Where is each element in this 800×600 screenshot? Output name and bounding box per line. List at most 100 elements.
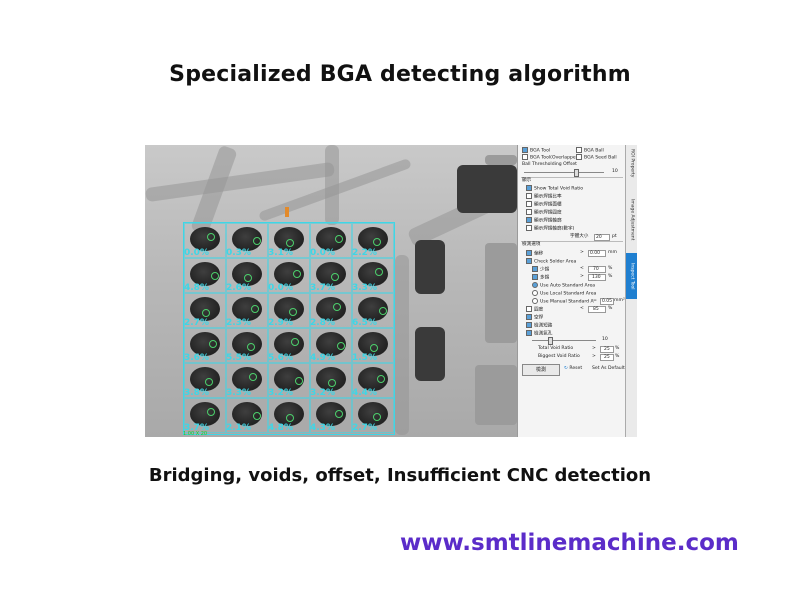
bga-tool-checkbox[interactable] bbox=[522, 147, 528, 153]
solder-ball bbox=[316, 332, 346, 356]
radio-manual[interactable] bbox=[532, 298, 538, 304]
bga-tool-overlapped-checkbox[interactable] bbox=[522, 154, 528, 160]
void-ratio-label: 3.1% bbox=[268, 248, 293, 258]
biggest-void-input[interactable]: 25 bbox=[600, 354, 614, 361]
bga-cell[interactable]: 5.6% bbox=[268, 328, 310, 363]
less-tin-input[interactable]: 70 bbox=[588, 266, 606, 273]
bga-cell[interactable]: 0.0% bbox=[310, 223, 352, 258]
more-tin-input[interactable]: 130 bbox=[588, 274, 606, 281]
display-option-2-checkbox[interactable] bbox=[526, 201, 532, 207]
ball-threshold-knob[interactable] bbox=[574, 169, 579, 177]
void-marker bbox=[253, 412, 261, 420]
bga-cell[interactable]: 2.1% bbox=[226, 398, 268, 433]
solder-ball bbox=[316, 297, 346, 321]
more-tin-checkbox[interactable] bbox=[532, 274, 538, 280]
bridge-checkbox[interactable] bbox=[526, 322, 532, 328]
bga-cell[interactable]: 2.7% bbox=[184, 293, 226, 328]
bga-cell[interactable]: 3.7% bbox=[310, 258, 352, 293]
void-marker bbox=[373, 413, 381, 421]
void-ratio-label: 4.8% bbox=[184, 283, 209, 293]
reset-button[interactable]: Reset bbox=[569, 366, 583, 371]
total-void-input[interactable]: 25 bbox=[600, 346, 614, 353]
offset-checkbox[interactable] bbox=[526, 250, 532, 256]
manual-area-input[interactable]: 0.05 bbox=[600, 298, 614, 305]
less-tin-op: < bbox=[580, 266, 584, 271]
bga-seed-ball-checkbox[interactable] bbox=[576, 154, 582, 160]
manual-op: = bbox=[593, 298, 597, 303]
bga-seed-ball-label: BGA Seed Ball bbox=[584, 155, 617, 161]
bga-cell[interactable]: 3.6% bbox=[184, 328, 226, 363]
void-marker bbox=[251, 305, 259, 313]
void-marker bbox=[286, 239, 294, 247]
less-tin-checkbox[interactable] bbox=[532, 266, 538, 272]
display-option-5-checkbox[interactable] bbox=[526, 225, 532, 231]
ball-threshold-slider[interactable] bbox=[524, 172, 604, 173]
solder-ball bbox=[358, 332, 388, 356]
tab-roi-property[interactable]: ROI Property bbox=[629, 148, 635, 178]
roundness-op: < bbox=[580, 306, 584, 311]
more-tin-label: 多錫 bbox=[540, 275, 550, 281]
solder-ball bbox=[358, 297, 388, 321]
bga-cell[interactable]: 0.0% bbox=[184, 223, 226, 258]
bga-cell[interactable]: 3.3% bbox=[226, 363, 268, 398]
display-option-3-checkbox[interactable] bbox=[526, 209, 532, 215]
font-size-select[interactable]: 20 bbox=[594, 234, 610, 241]
bga-cell[interactable]: 3.2% bbox=[268, 363, 310, 398]
detect-button[interactable]: 檢測 bbox=[522, 364, 560, 376]
bga-cell[interactable]: 6.5% bbox=[352, 293, 394, 328]
coord-readout: 1.00 X 20 bbox=[183, 431, 208, 437]
bubble-slider[interactable] bbox=[532, 340, 596, 341]
roundness-checkbox[interactable] bbox=[526, 306, 532, 312]
solder-ball bbox=[190, 262, 220, 286]
more-tin-op: > bbox=[580, 274, 584, 279]
bga-cell[interactable]: 1.5% bbox=[352, 328, 394, 363]
bga-cell[interactable]: 4.8% bbox=[184, 258, 226, 293]
solder-ball bbox=[274, 297, 304, 321]
tab-image-adjustment[interactable]: Image Adjustment bbox=[629, 199, 635, 241]
bga-cell[interactable]: 4.9% bbox=[310, 328, 352, 363]
void-marker bbox=[379, 307, 387, 315]
void-marker bbox=[249, 373, 257, 381]
set-default-button[interactable]: Set As Default bbox=[592, 366, 625, 371]
roundness-label: 圓度 bbox=[534, 307, 544, 313]
check-solder-area-checkbox[interactable] bbox=[526, 258, 532, 264]
void-marker bbox=[286, 414, 294, 422]
bga-cell[interactable]: 0.3% bbox=[226, 223, 268, 258]
radio-local[interactable] bbox=[532, 290, 538, 296]
void-ratio-label: 3.7% bbox=[184, 423, 209, 433]
bga-cell[interactable]: 5.5% bbox=[226, 328, 268, 363]
check-solder-area-label: Check Solder Area bbox=[534, 259, 577, 265]
bga-inspection-grid[interactable]: 0.0%0.3%3.1%0.0%2.2%4.8%2.6%0.0%3.7%3.3%… bbox=[183, 222, 395, 435]
bga-cell[interactable]: 0.0% bbox=[268, 258, 310, 293]
bga-cell[interactable]: 2.2% bbox=[352, 223, 394, 258]
bga-cell[interactable]: 4.8% bbox=[268, 398, 310, 433]
bga-cell[interactable]: 2.9% bbox=[268, 293, 310, 328]
bubble-checkbox[interactable] bbox=[526, 330, 532, 336]
bga-cell[interactable]: 3.1% bbox=[268, 223, 310, 258]
component-mid-2 bbox=[415, 327, 445, 381]
bga-cell[interactable]: 3.2% bbox=[310, 363, 352, 398]
solder-ball bbox=[232, 332, 262, 356]
tab-inspect-tool[interactable]: Inspect Tool bbox=[626, 253, 637, 299]
bga-cell[interactable]: 2.8% bbox=[310, 293, 352, 328]
bga-cell[interactable]: 4.4% bbox=[352, 363, 394, 398]
bga-cell[interactable]: 3.3% bbox=[352, 258, 394, 293]
bubble-slider-knob[interactable] bbox=[548, 337, 553, 345]
bga-ball-checkbox[interactable] bbox=[576, 147, 582, 153]
display-option-1-checkbox[interactable] bbox=[526, 193, 532, 199]
website-link[interactable]: www.smtlinemachine.com bbox=[400, 530, 739, 556]
bga-cell[interactable]: 3.7% bbox=[184, 398, 226, 433]
roundness-input[interactable]: 85 bbox=[588, 306, 606, 313]
show-total-void-checkbox[interactable] bbox=[526, 185, 532, 191]
display-option-4-checkbox[interactable] bbox=[526, 217, 532, 223]
offset-input[interactable]: 0.00 bbox=[588, 250, 606, 257]
void-ratio-label: 6.5% bbox=[352, 318, 377, 328]
radio-auto[interactable] bbox=[532, 282, 538, 288]
origin-marker bbox=[285, 207, 289, 217]
bga-cell[interactable]: 2.3% bbox=[226, 293, 268, 328]
bga-cell[interactable]: 2.6% bbox=[226, 258, 268, 293]
bga-cell[interactable]: 3.8% bbox=[184, 363, 226, 398]
bga-cell[interactable]: 4.3% bbox=[310, 398, 352, 433]
bga-cell[interactable]: 2.7% bbox=[352, 398, 394, 433]
empty-solder-checkbox[interactable] bbox=[526, 314, 532, 320]
